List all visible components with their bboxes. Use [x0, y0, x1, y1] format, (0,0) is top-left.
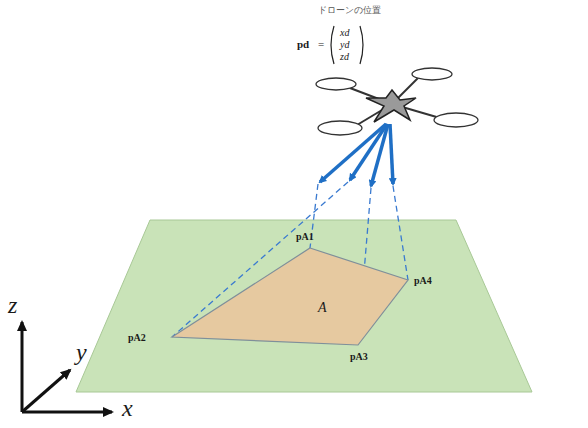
- area-shape: [170, 245, 412, 349]
- axes: [22, 322, 112, 412]
- projection-lines: [172, 182, 408, 345]
- area-label: A: [318, 300, 327, 316]
- vector-element: xd: [340, 28, 349, 38]
- axis-label: y: [76, 340, 87, 364]
- axis-label: x: [122, 396, 133, 420]
- equals-sign: =: [318, 39, 324, 50]
- drone: [316, 68, 478, 135]
- area-region: A: [170, 245, 412, 349]
- vector-element: zd: [340, 52, 349, 62]
- point-label: pA1: [296, 232, 314, 242]
- caption-text: ドローンの位置: [318, 6, 381, 15]
- axis-label: z: [8, 293, 17, 317]
- vector-name: pd: [297, 39, 309, 50]
- point-label: pA3: [350, 352, 368, 362]
- ground-plane: [76, 220, 532, 392]
- vector-brackets: [331, 26, 363, 64]
- point-label: pA4: [414, 276, 432, 286]
- point-label: pA2: [128, 333, 146, 343]
- vector-element: yd: [340, 40, 349, 50]
